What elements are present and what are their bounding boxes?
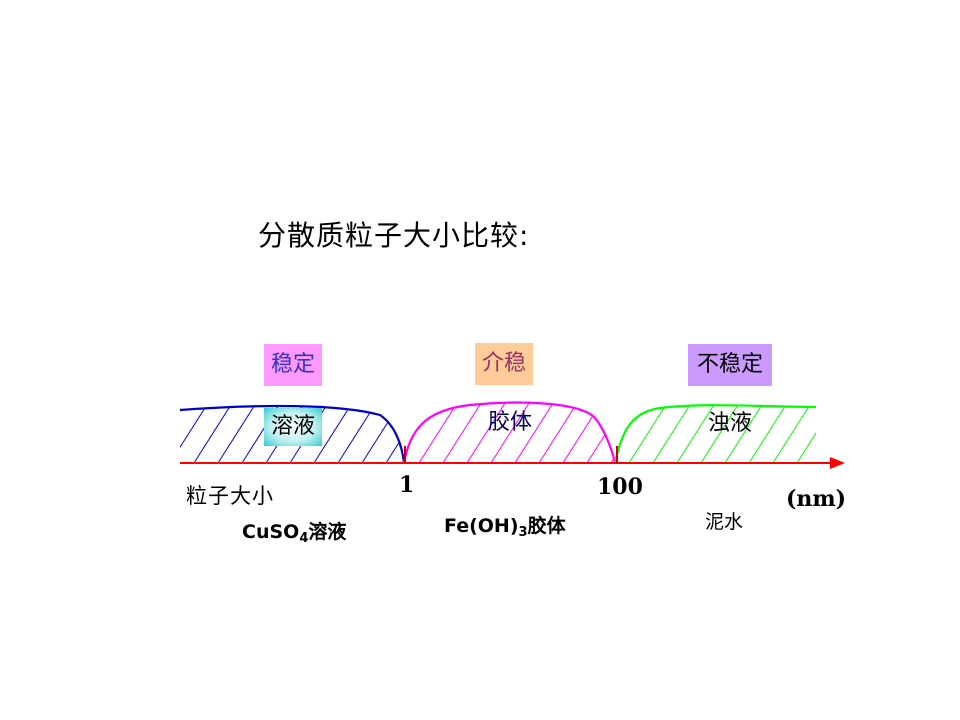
hatch-line [490,402,532,463]
example-colloid-subscript: 3 [518,525,528,540]
example-colloid-main: Fe(OH) [444,515,519,537]
example-suspension: 泥水 [705,507,743,534]
hatch-line [586,402,615,463]
colloid-curve [402,401,617,464]
hatch-line [538,402,580,463]
hatch-line [466,402,508,463]
example-suspension-main: 泥水 [705,511,744,533]
suspension-curve [613,404,817,464]
stability-tag-metastable: 介稳 [475,343,533,385]
example-solution: CuSO4溶液 [242,517,346,546]
tick-label-100: 100 [597,474,643,500]
example-solution-tail: 溶液 [308,521,347,543]
hatch-line [313,405,355,463]
axis-name: 粒子大小 [186,484,274,508]
region-label-colloid: 胶体 [487,410,532,435]
hatch-line [748,405,790,463]
hatch-line [796,405,816,463]
example-solution-main: CuSO [242,521,300,543]
hatch-line [418,402,460,463]
hatch-line [700,405,742,463]
hatch-line [361,405,403,463]
region-label-suspension: 浊液 [707,411,752,436]
hatch-line [514,402,556,463]
hatch-line [628,405,670,463]
tick-label-1: 1 [399,472,415,498]
hatch-line [676,405,718,463]
hatch-line [724,405,766,463]
hatch-line [772,405,814,463]
example-colloid: Fe(OH)3胶体 [444,511,566,540]
hatch-line [217,405,259,463]
solution-curve [179,404,406,464]
axis-unit: (nm) [786,486,847,512]
stability-tag-stable: 稳定 [264,344,322,386]
hatch-line [385,405,404,463]
example-solution-subscript: 4 [299,531,309,546]
stability-tag-unstable: 不稳定 [688,344,772,386]
hatch-line [193,405,235,463]
hatch-line [562,402,604,463]
hatch-line [652,405,694,463]
hatch-line [180,405,211,463]
axis-arrow [830,457,845,469]
region-label-solution: 溶液 [264,408,322,446]
diagram-title: 分散质粒子大小比较: [258,219,530,252]
example-colloid-tail: 胶体 [527,515,566,537]
hatch-line [442,402,484,463]
